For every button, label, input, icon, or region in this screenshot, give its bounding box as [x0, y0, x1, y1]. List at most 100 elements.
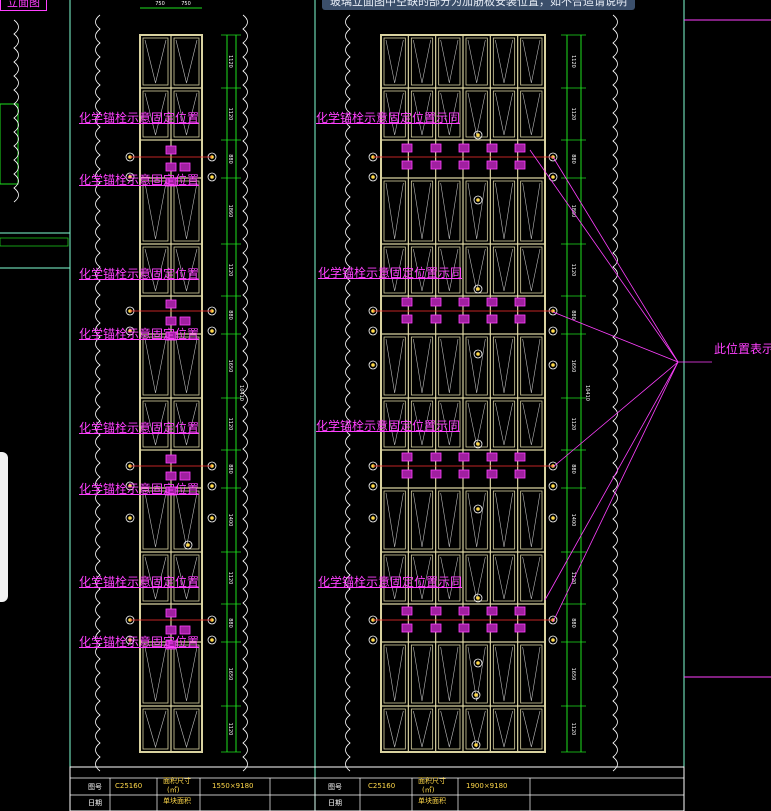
anchor-dot	[474, 743, 478, 747]
anchor-circle	[548, 481, 558, 491]
anchor-dot	[476, 133, 480, 137]
opening-mark	[440, 556, 459, 600]
anchor-label-same: 化学锚栓示意固定位置示同	[318, 266, 463, 280]
glass-panel	[142, 180, 169, 242]
opening-mark	[385, 39, 404, 84]
dimension-text: 880	[227, 618, 233, 628]
glass-panel	[520, 90, 543, 138]
anchor-dot	[371, 516, 375, 520]
glass-panel	[173, 554, 200, 602]
glass-panel	[173, 336, 200, 396]
dimension-text: 1120	[570, 418, 576, 431]
anchor-bracket	[486, 143, 498, 153]
opening-mark	[467, 248, 486, 292]
anchor-circle	[125, 635, 135, 645]
glass-panel	[492, 180, 516, 242]
anchor-bracket	[165, 299, 177, 309]
anchor-bracket	[165, 625, 177, 635]
anchor-bracket	[165, 162, 177, 172]
opening-mark	[175, 248, 198, 292]
glass-panel	[465, 90, 488, 138]
opening-mark	[175, 646, 198, 702]
anchor-bracket	[401, 143, 413, 153]
dimension-text: 880	[570, 154, 576, 164]
legend-box	[0, 103, 19, 185]
anchor-circle	[125, 481, 135, 491]
glass-panel	[520, 400, 543, 448]
anchor-bracket	[514, 297, 526, 307]
glass-panel	[465, 490, 488, 550]
glass-panel	[520, 490, 543, 550]
side-panel-edge[interactable]	[0, 452, 8, 602]
anchor-circle	[473, 349, 483, 359]
glass-panel	[438, 180, 461, 242]
opening-mark	[495, 248, 513, 292]
anchor-label: 化学锚栓示意固定位置	[79, 327, 200, 341]
opening-mark	[144, 492, 167, 548]
anchor-circle	[473, 284, 483, 294]
anchor-dot	[371, 175, 375, 179]
glass-panel	[142, 90, 169, 138]
glass-panel	[410, 246, 434, 294]
glass-panel	[383, 554, 406, 602]
opening-mark	[144, 402, 167, 446]
anchor-label-same: 化学锚栓示意固定位置示同	[316, 419, 461, 433]
glass-panel	[438, 37, 461, 86]
glass-panel	[383, 708, 406, 750]
opening-mark	[467, 39, 486, 84]
anchor-bracket	[486, 314, 498, 324]
anchor-dot	[128, 638, 132, 642]
anchor-dot	[551, 638, 555, 642]
leader-line	[552, 361, 679, 468]
anchor-bracket	[486, 297, 498, 307]
glass-panel	[520, 246, 543, 294]
tb-left-area-label: 单块面积	[163, 797, 191, 805]
anchor-dot	[476, 352, 480, 356]
opening-mark	[467, 710, 486, 748]
anchor-bracket	[458, 314, 470, 324]
dimension-text: 1650	[570, 668, 576, 681]
dimension-text: 1120	[227, 723, 233, 736]
anchor-bracket	[165, 331, 177, 341]
anchor-bracket	[179, 625, 191, 635]
anchor-dot	[476, 198, 480, 202]
glass-panel	[173, 90, 200, 138]
glass-panel	[520, 336, 543, 396]
glass-panel	[438, 336, 461, 396]
anchor-dot	[371, 484, 375, 488]
opening-mark	[413, 338, 431, 394]
dimension-text: 880	[570, 464, 576, 474]
opening-mark	[522, 646, 541, 702]
opening-mark	[467, 556, 486, 600]
opening-mark	[385, 182, 404, 240]
opening-mark	[440, 248, 459, 292]
right-elevation	[380, 34, 546, 753]
dimension-text: 1120	[570, 723, 576, 736]
opening-mark	[413, 248, 431, 292]
opening-mark	[175, 182, 198, 240]
anchor-circle	[473, 658, 483, 668]
anchor-dot	[371, 638, 375, 642]
glass-panel	[438, 644, 461, 704]
glass-panel	[383, 180, 406, 242]
anchor-circle	[207, 326, 217, 336]
anchor-circle	[473, 195, 483, 205]
opening-mark	[467, 492, 486, 548]
glass-panel	[492, 708, 516, 750]
anchor-dot	[186, 543, 190, 547]
anchor-circle	[473, 593, 483, 603]
anchor-bracket	[401, 297, 413, 307]
glass-panel	[173, 400, 200, 448]
glass-panel	[520, 644, 543, 704]
dimension-text: 880	[227, 310, 233, 320]
opening-mark	[495, 556, 513, 600]
anchor-bracket	[179, 162, 191, 172]
anchor-bracket	[401, 623, 413, 633]
tb-right-area-label: 单块面积	[418, 797, 446, 805]
opening-mark	[495, 92, 513, 136]
anchor-bracket	[401, 160, 413, 170]
leader-line	[544, 361, 679, 601]
anchor-circle	[368, 481, 378, 491]
